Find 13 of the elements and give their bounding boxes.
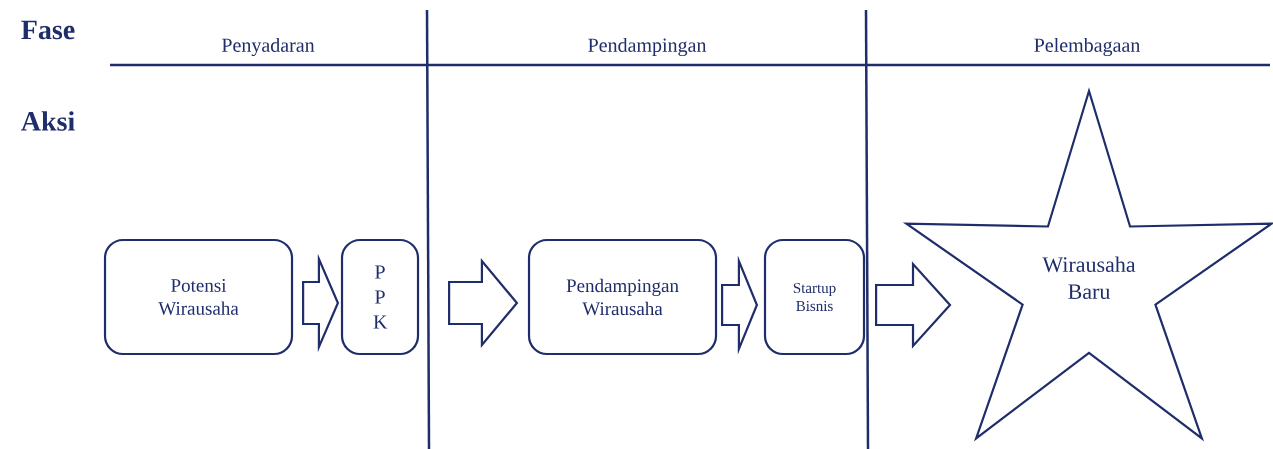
rounded-box: Startup Bisnis [763,238,866,356]
phase-heading: Pelembagaan [1034,37,1140,57]
rounded-box: Potensi Wirausaha [103,238,294,356]
block-arrow [448,257,519,349]
row-label: Aksi [21,111,75,131]
block-arrow [875,261,952,349]
phase-heading: Pendampingan [588,37,707,57]
rounded-box: Pendampingan Wirausaha [527,238,718,356]
block-arrow [721,255,759,355]
rounded-box: P P K [340,238,420,356]
phase-heading: Penyadaran [221,37,315,57]
row-label: Fase [21,20,75,40]
block-arrow [302,253,340,353]
